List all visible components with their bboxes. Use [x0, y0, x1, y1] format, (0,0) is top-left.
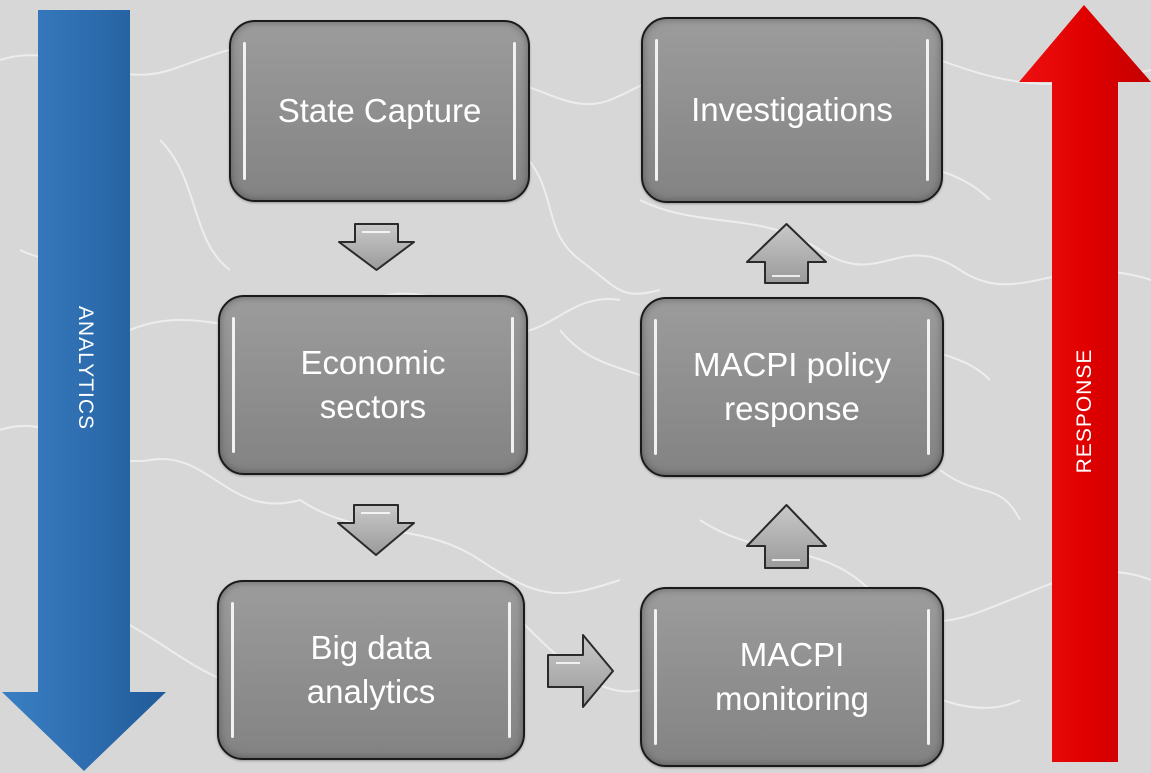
- economic-sectors-box: Economic sectors: [218, 295, 528, 475]
- response-up-arrow: [1019, 5, 1151, 762]
- down-arrow-icon: [338, 223, 415, 271]
- down-arrow-icon: [337, 504, 415, 556]
- macpi-monitoring-box: MACPI monitoring: [640, 587, 944, 767]
- macpi-policy-response-box: MACPI policy response: [640, 297, 944, 477]
- right-arrow-icon: [547, 634, 614, 708]
- investigations-box: Investigations: [641, 17, 943, 203]
- macpi-policy-response-label: MACPI policy response: [692, 346, 892, 427]
- economic-sectors-label: Economic sectors: [300, 344, 446, 425]
- state-capture-box: State Capture: [229, 20, 530, 202]
- up-arrow-icon: [746, 223, 827, 284]
- big-data-analytics-label: Big data analytics: [306, 629, 436, 710]
- analytics-down-arrow: [2, 10, 166, 771]
- big-data-analytics-box: Big data analytics: [217, 580, 525, 760]
- macpi-monitoring-label: MACPI monitoring: [714, 636, 870, 717]
- state-capture-label: State Capture: [277, 92, 482, 129]
- up-arrow-icon: [746, 504, 827, 569]
- investigations-label: Investigations: [691, 91, 893, 128]
